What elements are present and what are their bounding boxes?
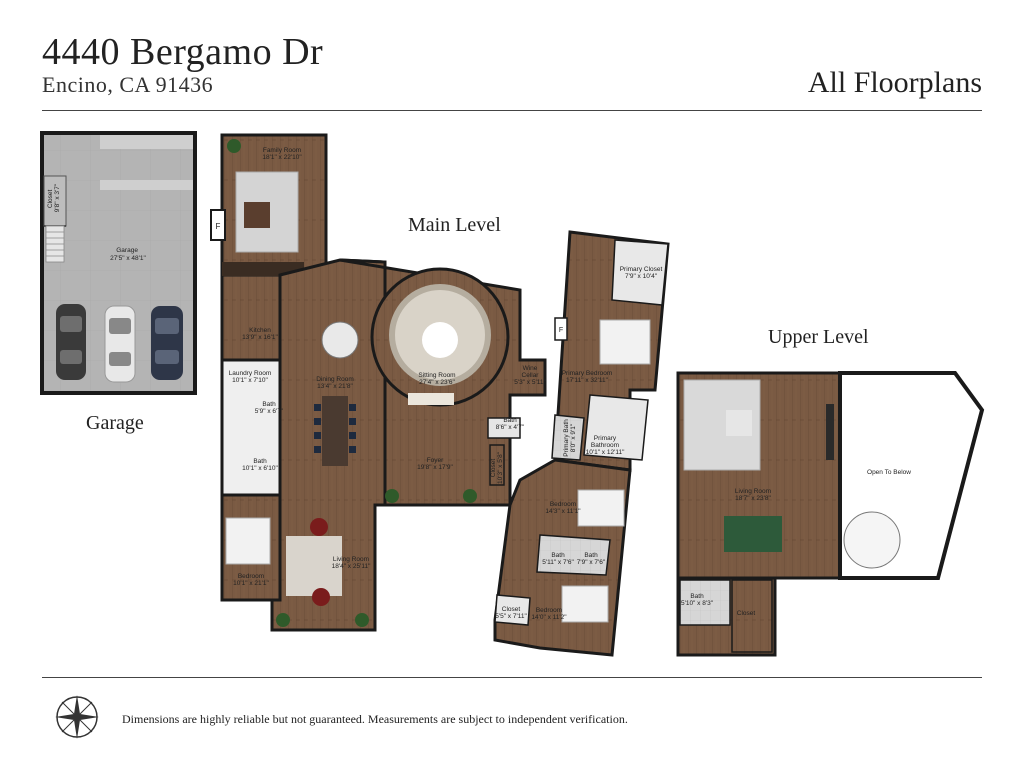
label-closet-upper: Closet [737, 610, 756, 617]
label-garage-closet: Closet 9'8" x 3'7" [47, 183, 61, 212]
disclaimer-text: Dimensions are highly reliable but not g… [122, 712, 628, 726]
compass-icon [55, 695, 99, 739]
fireplace-marker-primary: F [559, 327, 563, 334]
header-rule [42, 110, 982, 111]
garage-level-label: Garage [86, 412, 144, 434]
upper-level-label: Upper Level [768, 326, 869, 348]
fireplace-marker-family: F [216, 222, 221, 231]
label-closet-foyer: Closet10'3" x 5'8" [490, 451, 504, 484]
main-level-plan [210, 133, 670, 657]
upper-level-plan [676, 371, 985, 657]
footer-rule [42, 677, 982, 678]
label-open-below: Open To Below [867, 469, 911, 476]
label-primary-bath-small: Primary Bath8'0" x 9'1" [563, 419, 577, 457]
city-subtitle: Encino, CA 91436 [42, 72, 214, 97]
all-floorplans-title: All Floorplans [807, 66, 982, 99]
address-title: 4440 Bergamo Dr [42, 31, 324, 73]
garage-plan [40, 131, 197, 395]
main-level-label: Main Level [408, 214, 501, 236]
label-garage: Garage 27'5" x 48'1" [110, 247, 146, 262]
